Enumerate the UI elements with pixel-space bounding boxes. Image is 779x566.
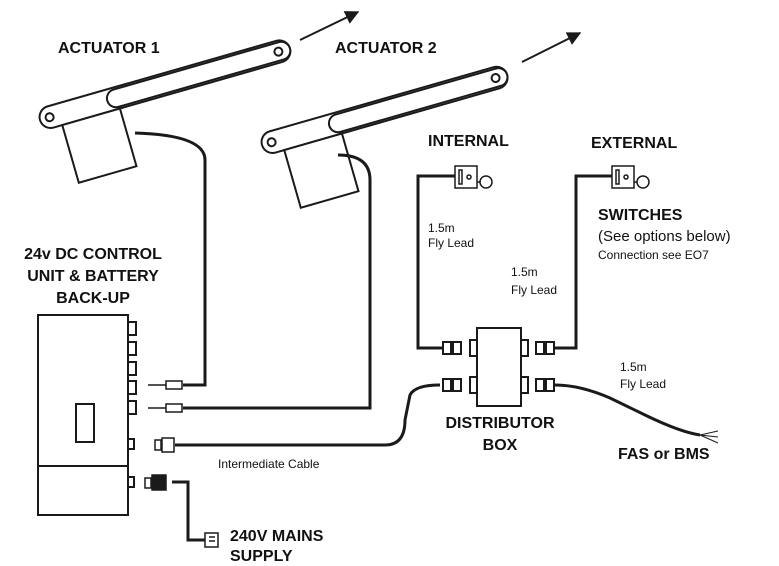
internal-fly-lead-text: Fly Lead — [428, 236, 475, 250]
internal-key-switch-icon — [454, 165, 493, 189]
switches-label: SWITCHES — [598, 207, 683, 224]
internal-fly-lead-length: 1.5m — [428, 221, 455, 235]
fas-fly-lead-length: 1.5m — [620, 360, 647, 374]
internal-label: INTERNAL — [428, 133, 509, 150]
fas-fly-lead-text: Fly Lead — [620, 377, 667, 391]
control-unit-label-2: UNIT & BATTERY — [27, 268, 159, 285]
external-key-switch-icon — [611, 165, 650, 189]
actuator-2-icon — [260, 32, 582, 209]
distributor-box — [442, 327, 555, 407]
mains-label-2: SUPPLY — [230, 548, 293, 565]
control-unit-label-1: 24v DC CONTROL — [24, 246, 162, 263]
external-fly-lead-text: Fly Lead — [511, 283, 558, 297]
actuator-1-icon — [38, 11, 360, 184]
mains-plug-icon — [204, 532, 219, 548]
actuator-2-label: ACTUATOR 2 — [335, 40, 437, 57]
control-unit-label-3: BACK-UP — [56, 290, 130, 307]
external-label: EXTERNAL — [591, 135, 678, 152]
plug-icon — [144, 380, 183, 491]
distributor-label-2: BOX — [482, 437, 518, 454]
connection-note: Connection see EO7 — [598, 248, 709, 262]
external-fly-lead-length: 1.5m — [511, 265, 538, 279]
fas-bms-label: FAS or BMS — [618, 446, 710, 463]
see-options-label: (See options below) — [598, 228, 731, 245]
distributor-label-1: DISTRIBUTOR — [445, 415, 555, 432]
actuator-1-label: ACTUATOR 1 — [58, 40, 160, 57]
mains-label-1: 240V MAINS — [230, 528, 324, 545]
fas-wire-ends — [699, 430, 719, 444]
intermediate-cable-label: Intermediate Cable — [218, 457, 320, 471]
control-unit — [37, 314, 137, 516]
cables — [134, 131, 701, 542]
